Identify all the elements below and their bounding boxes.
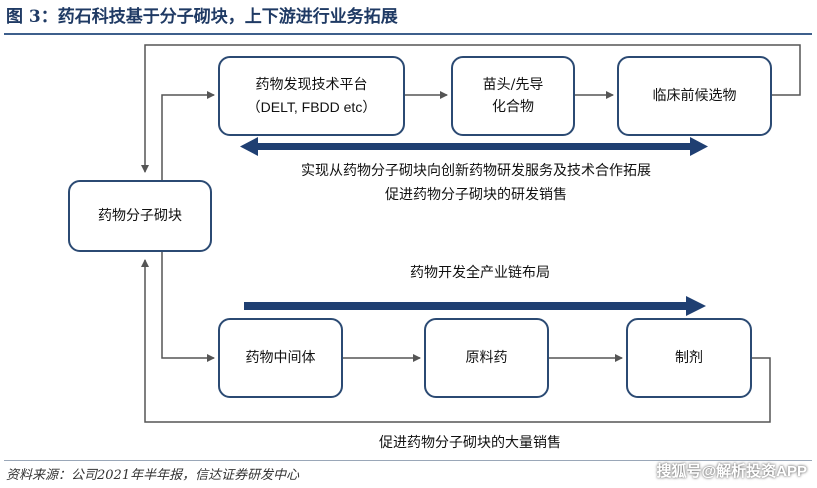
upstream-label-1: 实现从药物分子砌块向创新药物研发服务及技术合作拓展 bbox=[301, 163, 651, 179]
connector-to-intermediate bbox=[161, 252, 215, 362]
bottom-feedback-line bbox=[141, 259, 771, 423]
source-note: 资料来源：公司2021年半年报，信达证券研发中心 bbox=[6, 468, 300, 483]
bulk-sales-label: 促进药物分子砌块的大量销售 bbox=[379, 435, 561, 451]
downstream-bold-arrow bbox=[244, 302, 688, 310]
node-clinical-candidate-label: 临床前候选物 bbox=[652, 88, 737, 104]
node-api-label: 原料药 bbox=[465, 350, 508, 366]
footer-rule bbox=[4, 460, 812, 461]
node-building-blocks: 药物分子砌块 bbox=[68, 180, 212, 252]
node-formulation-label: 制剂 bbox=[675, 350, 703, 366]
upstream-double-arrow bbox=[256, 143, 692, 150]
node-lead-compound: 苗头/先导化合物 bbox=[451, 56, 575, 136]
node-discovery-platform-sub: （DELT, FBDD etc） bbox=[246, 99, 377, 115]
node-lead-compound-label: 苗头/先导化合物 bbox=[482, 77, 544, 115]
upstream-label-2: 促进药物分子砌块的研发销售 bbox=[385, 187, 567, 203]
figure-title: 图 3：药石科技基于分子砌块，上下游进行业务拓展 bbox=[6, 7, 398, 27]
downstream-chain-label: 药物开发全产业链布局 bbox=[410, 265, 550, 281]
node-formulation: 制剂 bbox=[626, 318, 752, 398]
node-clinical-candidate: 临床前候选物 bbox=[617, 56, 772, 136]
watermark: 搜狐号@解析投资APP bbox=[656, 463, 807, 480]
node-api: 原料药 bbox=[424, 318, 549, 398]
node-intermediate: 药物中间体 bbox=[218, 318, 343, 398]
connector-to-discovery bbox=[161, 91, 215, 180]
node-discovery-platform-label: 药物发现技术平台 bbox=[255, 77, 368, 93]
title-rule bbox=[4, 33, 812, 35]
node-intermediate-label: 药物中间体 bbox=[245, 350, 316, 366]
node-discovery-platform: 药物发现技术平台 （DELT, FBDD etc） bbox=[218, 56, 405, 136]
node-building-blocks-label: 药物分子砌块 bbox=[98, 208, 182, 224]
top-feedback-line bbox=[141, 44, 801, 173]
